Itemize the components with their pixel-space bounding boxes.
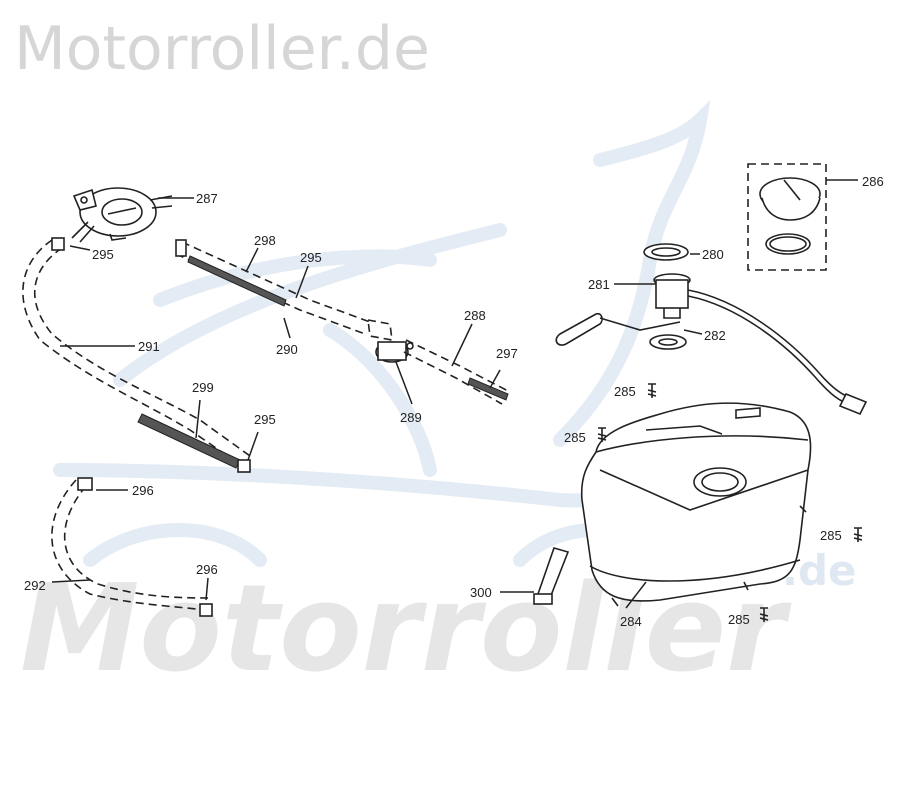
label-295-a: 295 [92,247,114,262]
label-285-d: 285 [728,612,750,627]
fuel-hose-288 [403,323,511,405]
fuel-tank-part [580,402,812,609]
label-281: 281 [588,277,610,292]
label-300: 300 [470,585,492,600]
label-291: 291 [138,339,160,354]
label-295-c: 295 [254,412,276,427]
label-299: 299 [192,380,214,395]
fuel-hose-292 [51,477,213,617]
fuel-cap-part [747,163,858,271]
label-298: 298 [254,233,276,248]
label-284: 284 [620,614,642,629]
label-289: 289 [400,410,422,425]
label-285-c: 285 [820,528,842,543]
label-286: 286 [862,174,884,189]
label-287: 287 [196,191,218,206]
drain-fitting-part [500,547,570,605]
clamp-295c [237,459,251,473]
label-285-a: 285 [614,384,636,399]
label-288: 288 [464,308,486,323]
label-295-b: 295 [300,250,322,265]
label-282: 282 [704,328,726,343]
watermark-top: Motorroller.de [14,14,430,84]
fuel-sender-part [555,243,868,416]
fuel-hose-291 [22,237,251,469]
label-290: 290 [276,342,298,357]
label-280: 280 [702,247,724,262]
label-285-b: 285 [564,430,586,445]
label-297: 297 [496,346,518,361]
fuel-filter-part [367,319,413,405]
fuel-valve-part [71,187,194,243]
sleeve-299 [137,413,241,469]
label-296-b: 296 [196,562,218,577]
bolt-icons [597,383,863,622]
fuel-hose-upper [175,239,371,339]
label-296-a: 296 [132,483,154,498]
label-292: 292 [24,578,46,593]
